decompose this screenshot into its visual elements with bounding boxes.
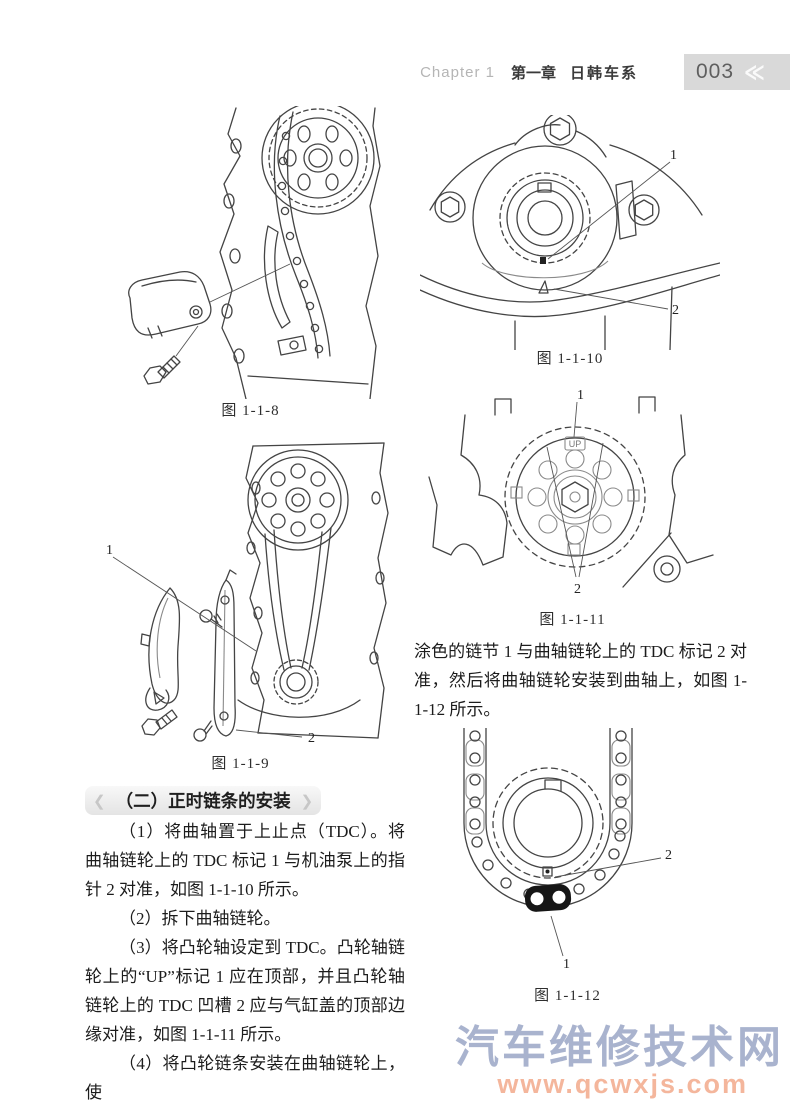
watermark-site-url: www.qcwxjs.com — [497, 1069, 748, 1099]
chapter-number-cn: 第一章 — [510, 64, 556, 82]
step-4: （4）将凸轮链条安装在曲轴链轮上，使 — [85, 1054, 405, 1100]
page-number: 003 — [696, 60, 735, 83]
section-heading: ❮ （二）正时链条的安装 ❯ — [85, 786, 322, 815]
back-chevrons-icon: ≪ — [744, 60, 765, 85]
page-header: Chapter 1 第一章 日韩车系 003 ≪ — [0, 54, 790, 90]
figure-1-1-11: UP 1 2 — [425, 385, 720, 605]
figure-1-1-12: 2 1 — [435, 728, 700, 978]
page-number-box: 003 ≪ — [684, 54, 790, 90]
alignment-instruction-text: 涂色的链节 1 与曲轴链轮上的 TDC 标记 2 对准，然后将曲轴链轮安装到曲轴… — [414, 642, 747, 719]
step-2: （2）拆下曲轴链轮。 — [119, 909, 281, 928]
figure-1-1-10: 1 2 — [420, 115, 720, 350]
figure-1-1-11-caption: 图 1-1-11 — [539, 612, 606, 628]
figure-1-1-8 — [118, 106, 383, 399]
section-heading-title: （二）正时链条的安装 — [115, 791, 291, 811]
watermark-site-name: 汽车维修技术网 — [455, 1023, 784, 1072]
figure-1-1-12-caption: 图 1-1-12 — [534, 988, 601, 1004]
figure-1-1-9-label-2: 2 — [308, 731, 315, 746]
site-watermark: 汽车维修技术网 www.qcwxjs.com — [455, 1023, 784, 1099]
figure-1-1-11-drawing: UP 1 2 — [428, 388, 714, 597]
figure-1-1-12-drawing: 2 1 — [463, 728, 672, 972]
figure-1-1-11-label-2: 2 — [574, 582, 581, 597]
figure-1-1-9-drawing: 1 2 — [106, 442, 389, 746]
installation-steps: （1）将曲轴置于上止点（TDC）。将曲轴链轮上的 TDC 标记 1 与机油泵上的… — [85, 817, 405, 1100]
figure-1-1-10-label-1: 1 — [670, 148, 677, 163]
figure-1-1-12-label-1: 1 — [563, 957, 570, 972]
heading-chevron-left-icon: ❮ — [93, 792, 106, 810]
figure-1-1-9-label-1: 1 — [106, 543, 113, 558]
figure-1-1-11-up-mark: UP — [569, 439, 582, 449]
figure-1-1-8-caption: 图 1-1-8 — [221, 403, 280, 419]
figure-1-1-10-label-2: 2 — [672, 303, 679, 318]
figure-1-1-9: 1 2 — [88, 438, 393, 748]
figure-1-1-11-label-1: 1 — [577, 388, 584, 403]
chapter-title: 日韩车系 — [569, 64, 638, 82]
figure-1-1-12-label-2: 2 — [665, 848, 672, 863]
figure-1-1-8-drawing — [128, 106, 381, 399]
chapter-number-en: Chapter 1 — [420, 63, 495, 81]
figure-1-1-9-caption: 图 1-1-9 — [211, 756, 270, 772]
step-1: （1）将曲轴置于上止点（TDC）。将曲轴链轮上的 TDC 标记 1 与机油泵上的… — [85, 822, 405, 899]
step-3: （3）将凸轮轴设定到 TDC。凸轮轴链轮上的“UP”标记 1 应在顶部，并且凸轮… — [85, 938, 405, 1044]
figure-1-1-10-drawing: 1 2 — [420, 115, 720, 350]
heading-chevron-right-icon: ❯ — [300, 792, 314, 810]
figure-1-1-10-caption: 图 1-1-10 — [536, 351, 604, 367]
